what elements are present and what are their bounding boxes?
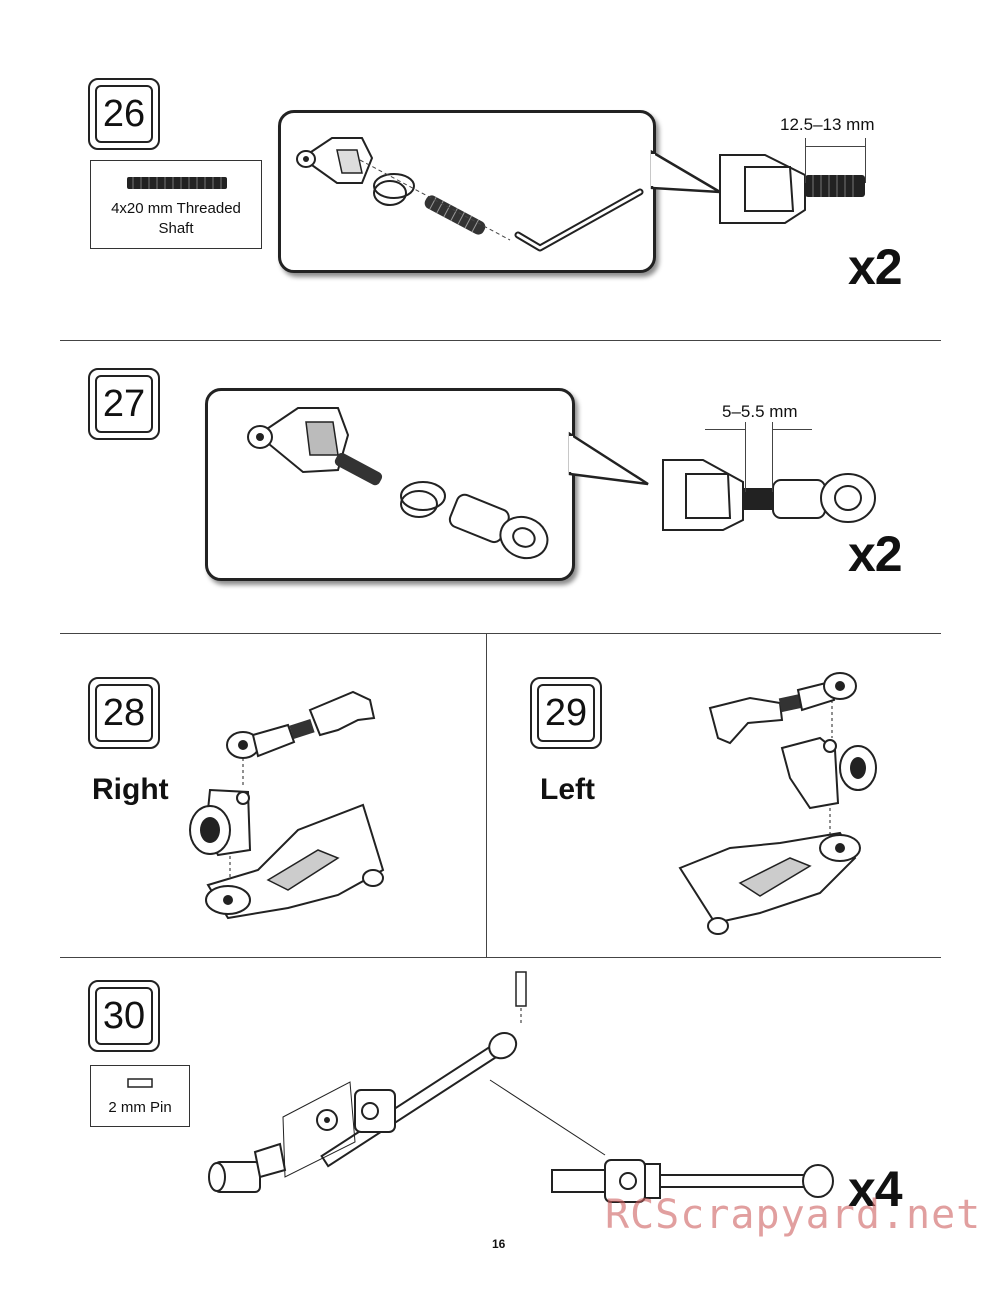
dim-line-27-right (772, 422, 773, 492)
driveshaft-exploded (208, 971, 527, 1193)
part-label-pin: 2 mm Pin (108, 1099, 172, 1116)
suspension-arm-icon (205, 803, 385, 920)
multiplier-27: x2 (848, 526, 903, 582)
callout-pointer-27 (568, 431, 649, 486)
turnbuckle-icon (226, 690, 376, 759)
steering-knuckle-icon (189, 788, 252, 857)
step-26-badge: 26 (88, 78, 160, 150)
dim-arrow-27-left (705, 429, 745, 430)
assembled-driveshaft-30 (551, 1159, 834, 1203)
step-29-badge: 29 (530, 677, 602, 749)
step-27-number: 27 (95, 375, 153, 433)
threaded-shaft-detail (424, 195, 486, 235)
universal-joint-icon (282, 1081, 396, 1178)
step-28-number: 28 (95, 684, 153, 742)
steering-knuckle-icon (780, 736, 877, 810)
divider-1 (60, 340, 941, 341)
assembled-rod-end-26 (719, 154, 865, 224)
suspension-assembly-right (189, 690, 385, 920)
step-30-number: 30 (95, 987, 153, 1045)
turnbuckle-icon (708, 672, 857, 745)
rod-end-cup-icon (296, 137, 374, 184)
threaded-shaft-icon (127, 177, 227, 189)
ball-link-icon (448, 493, 549, 560)
callout-pointer-26 (650, 149, 721, 194)
part-box-threaded-shaft: 4x20 mm Threaded Shaft (90, 160, 262, 249)
suspension-arm-icon (678, 831, 861, 935)
output-cup-icon (208, 1142, 287, 1193)
driveshaft-icon (320, 1032, 518, 1168)
pin-icon (127, 1078, 153, 1088)
step-30-badge: 30 (88, 980, 160, 1052)
shock-boot-icon (400, 481, 446, 518)
multiplier-30: x4 (848, 1161, 903, 1217)
step-27-badge: 27 (88, 368, 160, 440)
assembled-rod-end-27 (662, 459, 876, 531)
rod-end-cup-icon (247, 407, 383, 486)
dimension-27: 5–5.5 mm (722, 402, 798, 421)
divider-3 (60, 957, 941, 958)
shock-boot-icon (373, 173, 415, 206)
dim-line-26-left (805, 138, 806, 183)
dimension-26: 12.5–13 mm (780, 115, 875, 134)
hex-wrench-icon (514, 188, 644, 252)
dim-arrow-26 (805, 146, 865, 147)
suspension-assembly-left (678, 672, 877, 935)
dim-line-27-left (745, 422, 746, 492)
side-label-29: Left (540, 773, 595, 806)
divider-vertical (486, 633, 487, 957)
step-28-badge: 28 (88, 677, 160, 749)
part-label-threaded-shaft: 4x20 mm Threaded Shaft (111, 200, 241, 237)
step-26-guide-dashes (359, 159, 511, 241)
dim-line-26-right (865, 138, 866, 183)
multiplier-26: x2 (848, 239, 903, 295)
divider-2 (60, 633, 941, 634)
step-29-number: 29 (537, 684, 595, 742)
side-label-28: Right (92, 773, 169, 806)
part-box-pin: 2 mm Pin (90, 1065, 190, 1127)
page-number: 16 (492, 1237, 506, 1251)
watermark: RCScrapyard.net (605, 1192, 982, 1238)
leader-line-30 (489, 1079, 606, 1156)
step-26-number: 26 (95, 85, 153, 143)
dim-arrow-27-right (772, 429, 812, 430)
